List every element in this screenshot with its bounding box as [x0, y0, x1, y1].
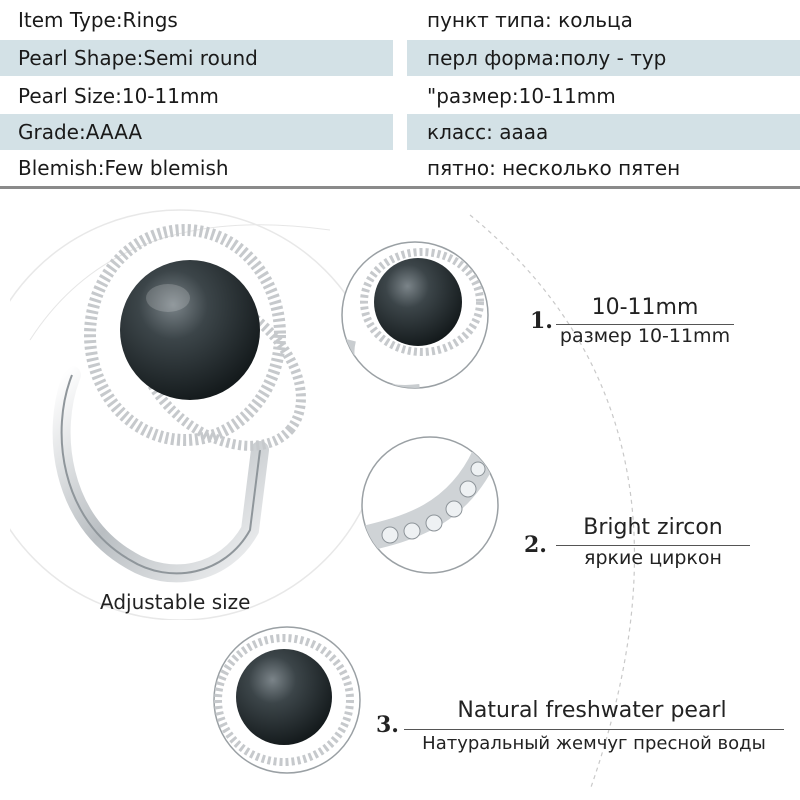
spec-ru: класс: аааа	[407, 114, 800, 150]
feature-divider	[556, 324, 734, 325]
spec-ru: пункт типа: кольца	[427, 8, 633, 32]
feature-divider	[556, 545, 750, 546]
spec-row-grade: Grade:AAAA класс: аааа	[0, 114, 800, 152]
spec-table: Item Type:Rings пункт типа: кольца Pearl…	[0, 0, 800, 190]
spec-row-pearl-shape: Pearl Shape:Semi round перл форма:полу -…	[0, 40, 800, 78]
feature-number: 1.	[530, 308, 553, 334]
detail-zircon-image	[361, 436, 499, 574]
feature-title: Natural freshwater pearl	[457, 698, 727, 723]
feature-number: 2.	[524, 532, 547, 558]
feature-number: 3.	[376, 712, 399, 738]
spec-en: Grade:AAAA	[0, 114, 393, 150]
adjustable-size-caption: Adjustable size	[100, 590, 251, 614]
spec-row-item-type: Item Type:Rings пункт типа: кольца	[0, 2, 800, 40]
spec-ru: перл форма:полу - тур	[407, 40, 800, 76]
feature-subtitle: яркие циркон	[584, 547, 722, 569]
spec-ru: пятно: несколько пятен	[427, 156, 681, 180]
detail-freshwater-pearl-image	[213, 626, 361, 774]
spec-en: Blemish:Few blemish	[18, 156, 229, 180]
feature-title: Bright zircon	[583, 515, 723, 540]
spec-en: Pearl Size:10-11mm	[18, 84, 219, 108]
main-ring-image	[10, 209, 370, 620]
feature-subtitle: Натуральный жемчуг пресной воды	[422, 733, 766, 754]
spec-row-pearl-size: Pearl Size:10-11mm "размер:10-11mm	[0, 78, 800, 116]
detail-pearl-size-image	[341, 241, 489, 389]
table-bottom-divider	[0, 186, 800, 189]
feature-subtitle: размер 10-11mm	[559, 325, 731, 347]
feature-title: 10-11mm	[591, 295, 699, 320]
spec-row-blemish: Blemish:Few blemish пятно: несколько пят…	[0, 150, 800, 188]
spec-ru: "размер:10-11mm	[427, 84, 616, 108]
spec-en: Item Type:Rings	[18, 8, 178, 32]
spec-en: Pearl Shape:Semi round	[0, 40, 393, 76]
feature-divider	[404, 729, 784, 730]
